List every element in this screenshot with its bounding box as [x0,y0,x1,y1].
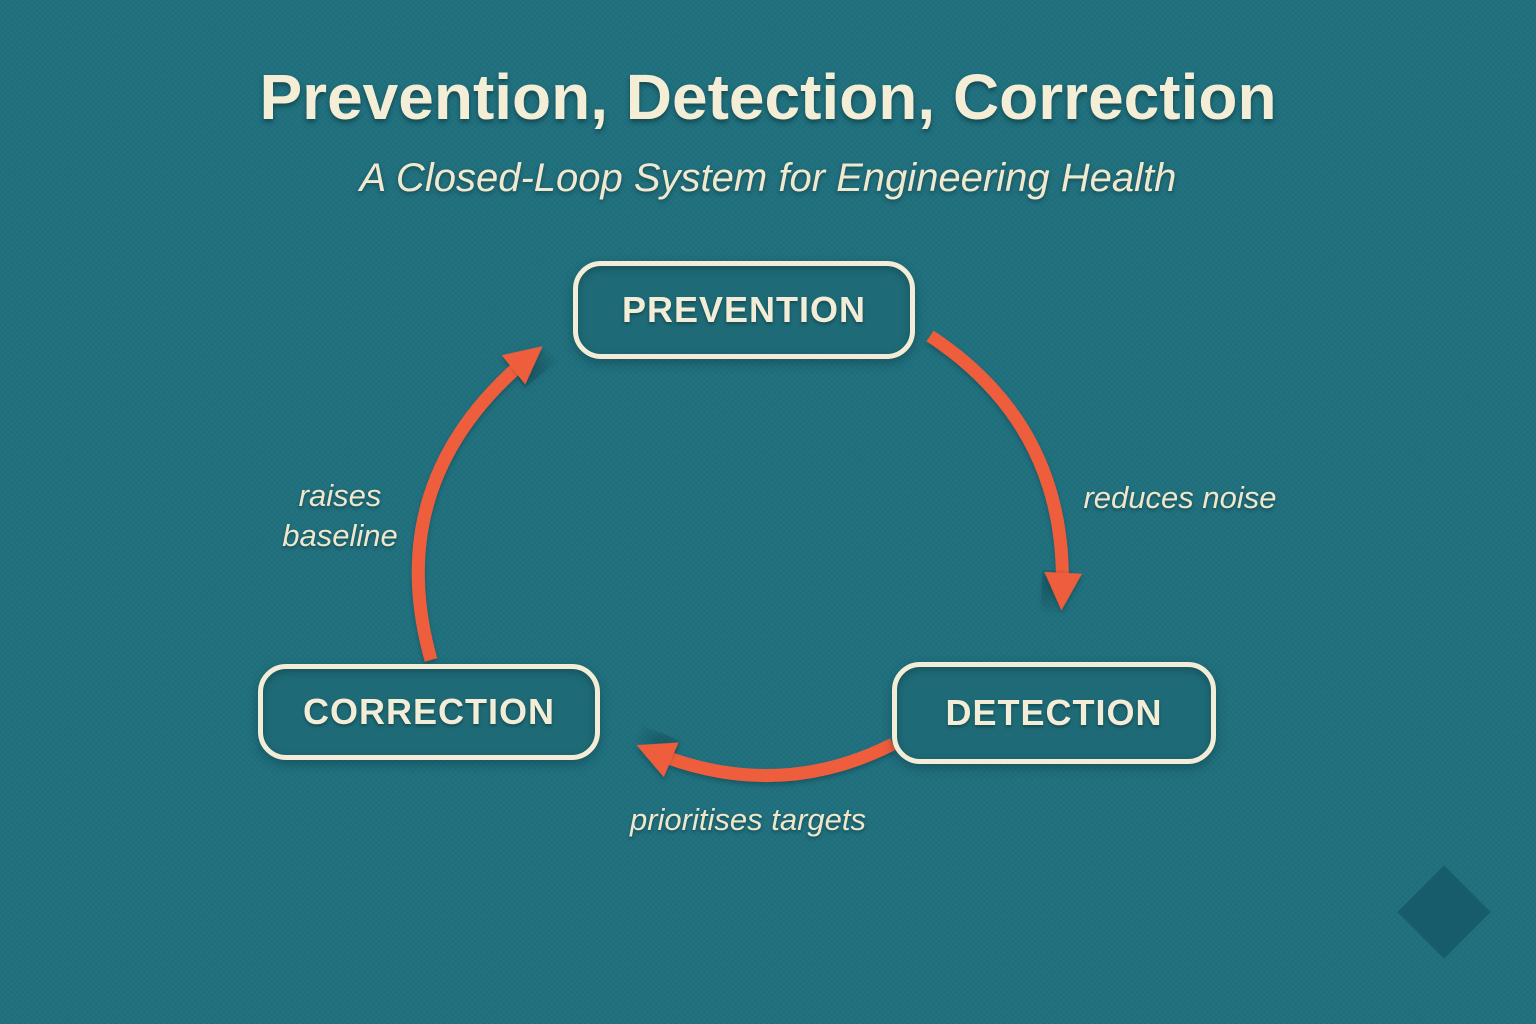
arrow-detection-to-correction [636,738,896,783]
arrow-correction-to-prevention [411,346,543,662]
edge-label-raises-baseline: raises baseline [282,478,398,553]
node-detection-label: DETECTION [945,692,1163,733]
node-correction-label: CORRECTION [303,691,555,732]
node-detection: DETECTION [892,662,1216,764]
edge-label-prioritises-targets: prioritises targets [629,802,867,837]
node-prevention-label: PREVENTION [621,289,867,330]
edge-label-reduces-noise: reduces noise [1083,480,1277,515]
page-subtitle: A Closed-Loop System for Engineering Hea… [359,156,1177,200]
node-correction: CORRECTION [258,664,600,760]
arrow-prevention-to-detection [926,330,1083,611]
page-title: Prevention, Detection, Correction [259,61,1277,133]
node-prevention: PREVENTION [573,261,915,359]
